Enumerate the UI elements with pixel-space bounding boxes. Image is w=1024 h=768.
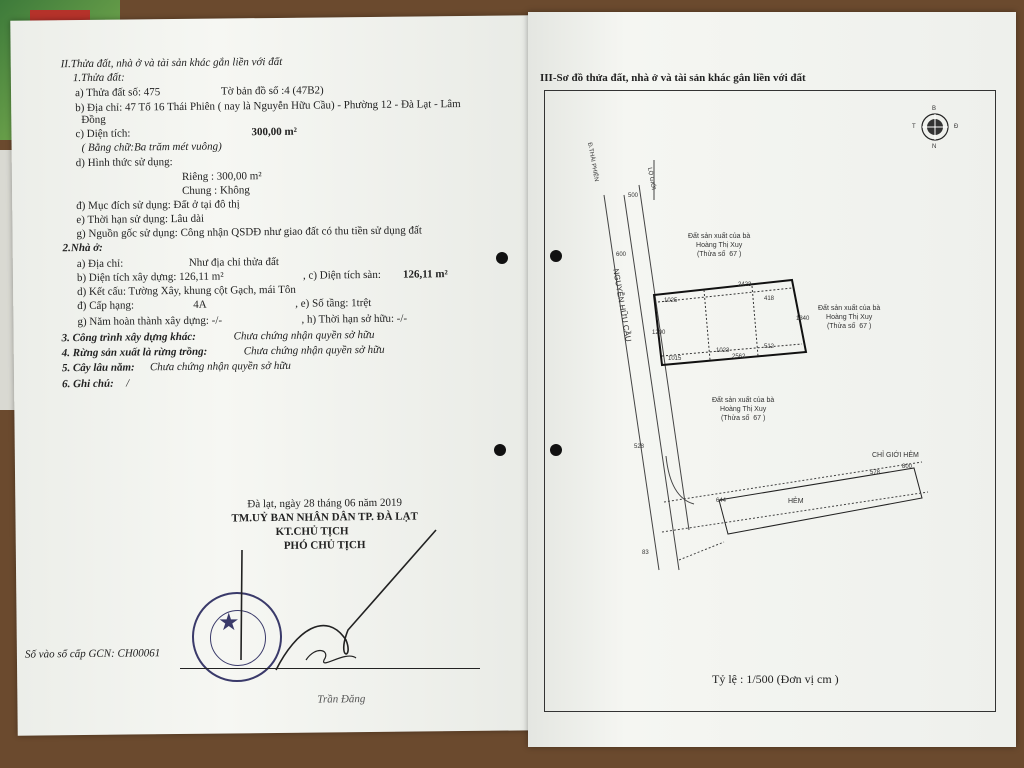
dim-top: 2423 xyxy=(738,282,752,288)
house-grade-value: 4A xyxy=(193,298,207,311)
use-purpose: đ) Mục đích sử dụng: Đất ở tại đô thị xyxy=(76,198,240,213)
scale-label: Tỷ lệ : 1/500 (Đơn vị cm ) xyxy=(712,672,839,686)
seal-inner-ring xyxy=(210,610,266,666)
dim-83: 83 xyxy=(642,550,649,556)
dim-500: 500 xyxy=(628,193,639,199)
dim-right: 1340 xyxy=(796,316,810,322)
house-year: g) Năm hoàn thành xây dựng: -/- xyxy=(77,314,223,329)
house-subtitle: 2.Nhà ở: xyxy=(62,241,103,255)
dim-578: 578 xyxy=(870,470,881,476)
house-term: , h) Thời hạn sở hữu: -/- xyxy=(301,312,408,326)
dim-1023: 1023 xyxy=(716,348,730,354)
dim-418: 418 xyxy=(764,296,775,302)
alley-label: HẺM xyxy=(788,498,804,505)
right-page: III-Sơ đồ thửa đất, nhà ở và tài sản khá… xyxy=(528,12,1016,747)
house-build-area: b) Diện tích xây dựng: 126,11 m² xyxy=(76,270,224,285)
compass-n: B xyxy=(932,106,937,112)
dim-1025: 1025 xyxy=(664,298,678,304)
other-works-label: 3. Công trình xây dựng khác: xyxy=(61,330,196,345)
diagram-title: III-Sơ đồ thửa đất, nhà ở và tài sản khá… xyxy=(540,72,806,84)
dim-644: 644 xyxy=(716,498,727,504)
section2-title: II.Thửa đất, nhà ở và tài sản khác gắn l… xyxy=(60,55,283,71)
dim-512: 512 xyxy=(764,344,775,350)
official-seal: ★ xyxy=(192,592,282,682)
dim-left: 1200 xyxy=(652,330,666,336)
sign-date: Đà lạt, ngày 28 tháng 06 năm 2019 xyxy=(247,496,402,511)
neighbor-bottom: Đất sản xuất của bà Hoàng Thị Xuy (Thửa … xyxy=(712,397,775,422)
forest-value: Chưa chứng nhận quyền sở hữu xyxy=(243,343,385,358)
compass-icon xyxy=(920,112,950,142)
seal-star-icon: ★ xyxy=(218,610,240,636)
notes-label: 6. Ghi chú: xyxy=(62,377,114,391)
dim-600: 600 xyxy=(616,252,627,258)
dim-528: 528 xyxy=(634,444,645,450)
dim-bottom: 2562 xyxy=(732,354,746,360)
forest-label: 4. Rừng sản xuất là rừng trồng: xyxy=(61,345,208,360)
dim-800: 800 xyxy=(902,464,913,470)
house-grade-label: đ) Cấp hạng: xyxy=(77,299,135,313)
house-structure: d) Kết cấu: Tường Xây, khung cột Gạch, m… xyxy=(77,283,296,299)
area-value: 300,00 m² xyxy=(251,125,297,139)
house-address-value: Như địa chỉ thửa đất xyxy=(188,255,279,269)
neighbor-top: Đất sản xuất của bà Hoàng Thị Xuy (Thửa … xyxy=(688,233,751,258)
punch-hole-right-bottom xyxy=(550,444,562,456)
land-address-cont: Đồng xyxy=(81,113,106,127)
trees-label: 5. Cây lâu năm: xyxy=(61,361,135,375)
parcel-number: a) Thửa đất số: 475 xyxy=(74,86,161,100)
other-works-value: Chưa chứng nhận quyền sở hữu xyxy=(233,328,375,343)
signature-icon xyxy=(240,529,437,671)
gcn-number: Số vào sổ cấp GCN: CH00061 xyxy=(24,647,161,661)
map-number: Tờ bản đồ số :4 (47B2) xyxy=(220,84,324,98)
use-private: Riêng : 300,00 m² xyxy=(181,170,262,183)
site-plan xyxy=(603,160,929,571)
punch-hole-right-top xyxy=(550,250,562,262)
house-floor-label: , c) Diện tích sàn: xyxy=(302,268,381,282)
land-subtitle: 1.Thửa đất: xyxy=(72,71,125,85)
land-address: b) Địa chỉ: 47 Tổ 16 Thái Phiên ( nay là… xyxy=(75,98,461,115)
area-label: c) Diện tích: xyxy=(75,127,131,141)
signature-line xyxy=(180,668,480,669)
use-common: Chung : Không xyxy=(181,184,250,197)
use-origin: g) Nguồn gốc sử dụng: Công nhận QSDĐ như… xyxy=(76,224,422,241)
punch-hole-left-top xyxy=(496,252,508,264)
house-floor-value: 126,11 m² xyxy=(402,268,448,281)
neighbor-right: Đất sản xuất của bà Hoàng Thị Xuy (Thửa … xyxy=(818,305,881,330)
alley-boundary-label: CHỈ GIỚI HẺM xyxy=(872,452,919,459)
notes-value: / xyxy=(126,377,130,390)
area-words: ( Bằng chữ:Ba trăm mét vuông) xyxy=(81,140,222,155)
compass-w: T xyxy=(912,124,916,130)
diagram-frame xyxy=(544,90,996,712)
dim-1015: 1015 xyxy=(668,356,682,362)
trees-value: Chưa chứng nhận quyền sở hữu xyxy=(149,359,291,374)
compass-e: Đ xyxy=(954,124,959,130)
compass-s: N xyxy=(932,144,937,150)
use-term: e) Thời hạn sử dụng: Lâu dài xyxy=(76,212,205,227)
signer-name: Trần Đăng xyxy=(317,693,366,706)
house-floors: , e) Số tầng: 1trệt xyxy=(295,296,372,310)
use-form: d) Hình thức sử dụng: xyxy=(75,156,173,170)
punch-hole-left-bottom xyxy=(494,444,506,456)
house-address-label: a) Địa chỉ: xyxy=(76,257,124,271)
